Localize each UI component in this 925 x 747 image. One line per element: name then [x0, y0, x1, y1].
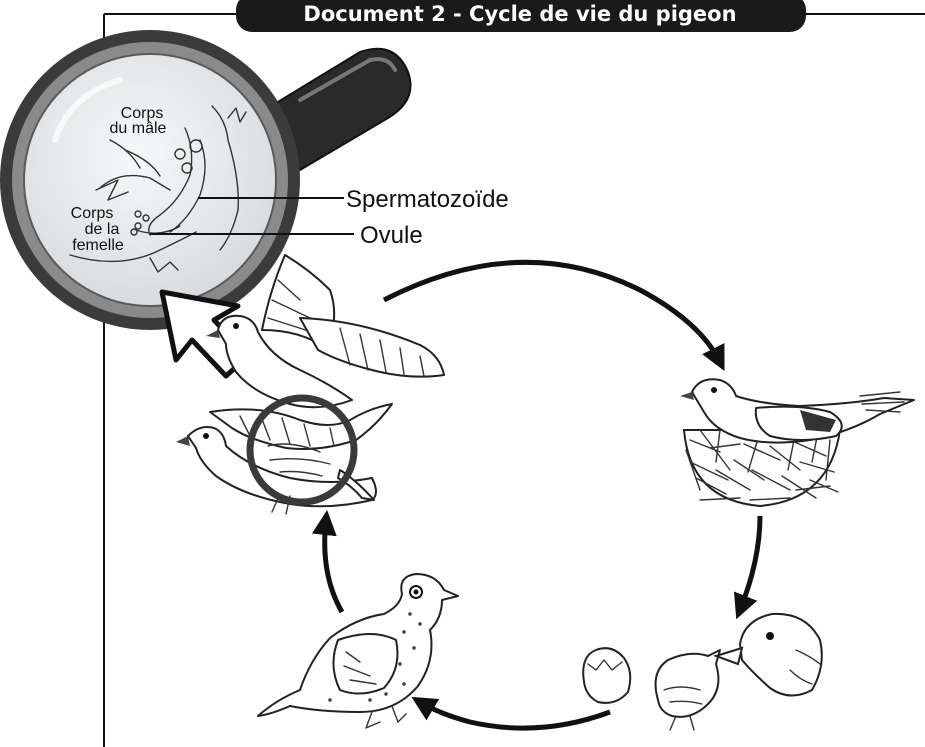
- male-body-label-line2: du mâle: [110, 120, 167, 137]
- female-body-label-line1: Corps: [71, 205, 114, 222]
- nesting-pigeon-icon: [680, 379, 914, 506]
- hatchling-fed-icon: [583, 614, 822, 730]
- arrow-mating-to-nest: [384, 262, 720, 362]
- sperm-label: Spermatozoïde: [346, 186, 509, 213]
- female-body-label-line2: de la: [85, 221, 120, 238]
- arrow-hatch-to-young: [420, 702, 610, 728]
- document-title: Document 2 - Cycle de vie du pigeon: [303, 2, 736, 26]
- ovum-label: Ovule: [360, 222, 423, 249]
- arrow-young-to-mating: [325, 520, 342, 612]
- title-banner: Document 2 - Cycle de vie du pigeon: [236, 0, 806, 32]
- arrow-nest-to-hatch: [740, 516, 760, 610]
- magnifier-lens: Corps du mâle Corps de la femelle: [0, 30, 300, 330]
- female-body-label-line3: femelle: [72, 237, 124, 254]
